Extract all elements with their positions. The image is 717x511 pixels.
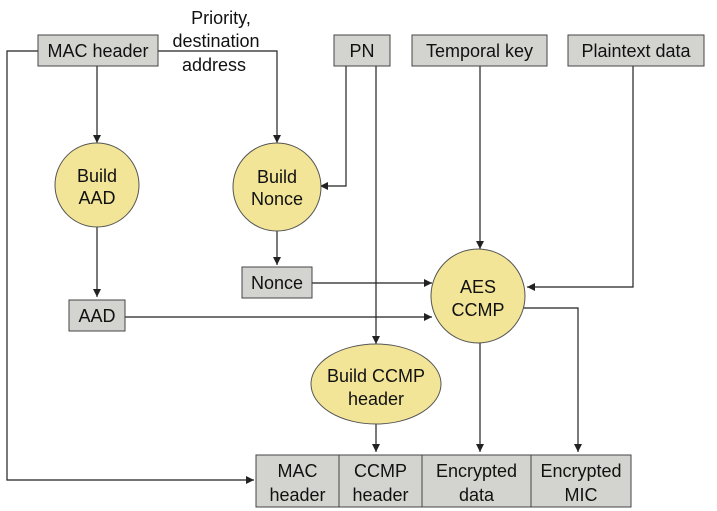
plaintext-data-box: Plaintext data: [567, 34, 705, 67]
temporal-key-label: Temporal key: [426, 41, 533, 61]
output-mac-header-line-2: header: [269, 485, 325, 505]
build-nonce-line-2: Nonce: [251, 189, 303, 209]
aes-ccmp-line-1: AES: [460, 277, 496, 297]
build-ccmp-header-line-1: Build CCMP: [327, 366, 425, 386]
aes-ccmp-node: AES CCMP: [430, 248, 526, 344]
output-encrypted-data-line-2: data: [459, 485, 495, 505]
temporal-key-box: Temporal key: [411, 34, 548, 67]
output-mac-header-cell: MAC header: [255, 454, 340, 508]
annotation-line-2: destination: [172, 31, 259, 51]
priority-destination-annotation: Priority, destination address: [172, 8, 259, 75]
build-aad-line-2: AAD: [78, 188, 115, 208]
plaintext-data-label: Plaintext data: [581, 41, 691, 61]
output-encrypted-mic-line-1: Encrypted: [540, 461, 621, 481]
build-nonce-line-1: Build: [257, 167, 297, 187]
annotation-line-3: address: [182, 55, 246, 75]
arrow-mac-to-build-nonce: [158, 50, 281, 143]
build-aad-line-1: Build: [77, 166, 117, 186]
build-ccmp-header-line-2: header: [348, 389, 404, 409]
build-nonce-node: Build Nonce: [232, 142, 322, 232]
build-aad-node: Build AAD: [54, 142, 140, 228]
output-ccmp-header-line-2: header: [352, 485, 408, 505]
output-encrypted-mic-cell: Encrypted MIC: [530, 454, 632, 508]
mac-header-box: MAC header: [37, 34, 159, 67]
connectors: [6, 50, 634, 484]
mac-header-label: MAC header: [47, 41, 148, 61]
aad-box: AAD: [68, 299, 126, 332]
arrow-mac-to-output-frame: [6, 50, 254, 484]
aad-label: AAD: [78, 306, 115, 326]
output-mac-header-line-1: MAC: [278, 461, 318, 481]
output-encrypted-mic-line-2: MIC: [565, 485, 598, 505]
build-ccmp-header-node: Build CCMP header: [310, 343, 442, 425]
pn-label: PN: [349, 41, 374, 61]
output-encrypted-data-line-1: Encrypted: [436, 461, 517, 481]
aes-ccmp-line-2: CCMP: [452, 300, 505, 320]
output-frame: MAC header CCMP header Encrypted data En…: [255, 454, 632, 508]
arrow-pn-to-build-nonce: [320, 66, 347, 190]
pn-box: PN: [333, 34, 391, 67]
arrow-plaintext-to-aes: [527, 66, 634, 291]
output-ccmp-header-cell: CCMP header: [338, 454, 423, 508]
arrow-aes-to-encrypted-mic: [523, 307, 582, 452]
output-ccmp-header-line-1: CCMP: [354, 461, 407, 481]
output-encrypted-data-cell: Encrypted data: [421, 454, 532, 508]
nonce-box: Nonce: [241, 266, 313, 299]
annotation-line-1: Priority,: [191, 8, 251, 28]
nonce-label: Nonce: [251, 273, 303, 293]
